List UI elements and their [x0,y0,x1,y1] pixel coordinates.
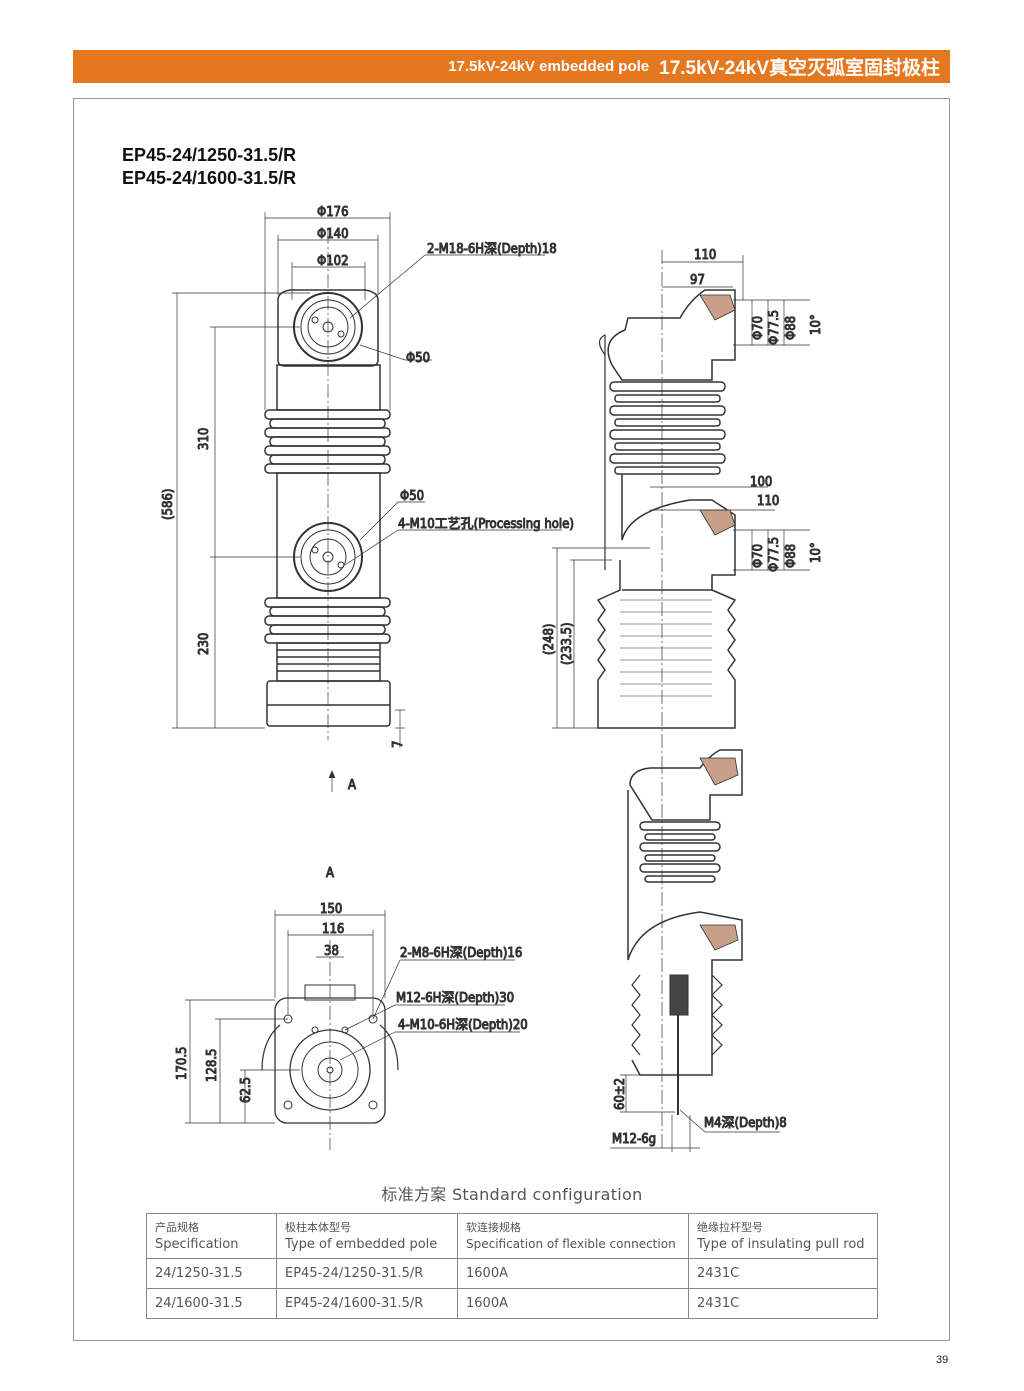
header-cell: 极柱本体型号 Type of embedded pole [276,1213,458,1259]
dim-label: M12-6H深(Depth)30 [396,991,514,1006]
view-arrow-label: A [348,778,356,793]
dim-label: 2-M8-6H深(Depth)16 [400,946,522,961]
dim-label: 38 [324,944,339,959]
cell-flex-connection: 1600A [457,1288,689,1319]
dim-label: Φ77.5 [767,310,782,345]
dim-label: 7 [391,741,406,748]
dim-label: Φ70 [751,544,766,568]
dim-label: 230 [197,633,212,655]
dim-label: Φ176 [317,205,349,220]
dim-label: 4-M10工艺孔(Processing hole) [398,517,574,532]
header-cn: 产品规格 [155,1221,199,1234]
dim-label: 10° [809,314,824,335]
header-en: Specification [155,1237,239,1252]
header-cell: 绝缘拉杆型号 Type of insulating pull rod [688,1213,878,1259]
dim-label: Φ50 [406,351,430,366]
cell-spec: 24/1600-31.5 [146,1288,277,1319]
model-1: EP45-24/1250-31.5/R [122,145,297,165]
header-cn: 极柱本体型号 [285,1221,351,1234]
dim-label: M4深(Depth)8 [704,1116,787,1131]
dim-label: 60±2 [613,1078,628,1110]
dim-label: 10° [809,542,824,563]
dim-label: Φ88 [784,544,799,568]
dim-label: Φ140 [317,227,349,242]
header-en: Type of embedded pole [285,1237,438,1252]
cell-flex-connection: 1600A [457,1258,689,1289]
title-cn: 17.5kV-24kV真空灭弧室固封极柱 [659,58,940,79]
dim-label: 110 [757,494,779,509]
bottom-view-a: A 150 116 38 2-M8-6H深(Depth)16 M12-6H深(D… [175,866,528,1150]
dim-label: Φ77.5 [767,537,782,572]
dim-label: Φ102 [317,254,349,269]
model-2: EP45-24/1600-31.5/R [122,168,297,188]
header-en: Type of insulating pull rod [697,1237,865,1252]
cell-pole-type: EP45-24/1600-31.5/R [276,1288,458,1319]
table-row: 24/1600-31.5 EP45-24/1600-31.5/R 1600A 2… [146,1288,878,1319]
dim-label: 110 [694,248,716,263]
dim-label: 170.5 [175,1047,190,1080]
header-en: Specification of flexible connection [466,1237,676,1251]
dim-label: M12-6g [612,1132,656,1147]
cell-pull-rod: 2431C [688,1258,878,1289]
table-header-row: 产品规格 Specification 极柱本体型号 Type of embedded… [146,1213,878,1259]
header-cn: 绝缘拉杆型号 [697,1221,763,1234]
section-view: 60±2 M4深(Depth)8 M12-6g [610,749,787,1152]
dim-label: (586) [161,489,176,520]
dim-label: 310 [197,428,212,450]
header-cell: 产品规格 Specification [146,1213,277,1259]
table-caption: 标准方案 Standard configuration [381,1185,643,1204]
dim-label: Φ88 [784,316,799,340]
dim-label: 97 [690,273,705,288]
title-en: 17.5kV-24kV embedded pole [448,58,650,75]
dim-label: 128.5 [205,1049,220,1082]
dim-label: 116 [322,922,344,937]
front-view: Φ176 Φ140 Φ102 2-M18-6H深(Depth)18 Φ50 31… [161,205,575,794]
dim-label: 2-M18-6H深(Depth)18 [427,242,557,257]
standard-configuration-table: 产品规格 Specification 极柱本体型号 Type of embedded… [146,1213,878,1319]
cell-spec: 24/1250-31.5 [146,1258,277,1289]
drawing-frame [73,98,950,1341]
dim-label: 4-M10-6H深(Depth)20 [398,1018,528,1033]
header-cell: 软连接规格 Specification of flexible connectio… [457,1213,689,1259]
header-cn: 软连接规格 [466,1221,521,1234]
dim-label: Φ70 [751,316,766,340]
dim-label: 150 [320,902,342,917]
side-view: 110 97 Φ70 Φ77.5 Φ88 10° 100 110 Φ70 Φ77… [542,248,825,760]
table-row: 24/1250-31.5 EP45-24/1250-31.5/R 1600A 2… [146,1258,878,1289]
dim-label: (233.5) [560,622,575,665]
dim-label: 62.5 [239,1077,254,1103]
cell-pole-type: EP45-24/1250-31.5/R [276,1258,458,1289]
cell-pull-rod: 2431C [688,1288,878,1319]
dim-label: Φ50 [400,489,424,504]
dim-label: (248) [542,624,557,655]
view-label: A [326,866,334,881]
header-banner: 17.5kV-24kV embedded pole 17.5kV-24kV真空灭… [73,50,950,83]
page-number: 39 [936,1354,949,1366]
dim-label: 100 [750,475,772,490]
